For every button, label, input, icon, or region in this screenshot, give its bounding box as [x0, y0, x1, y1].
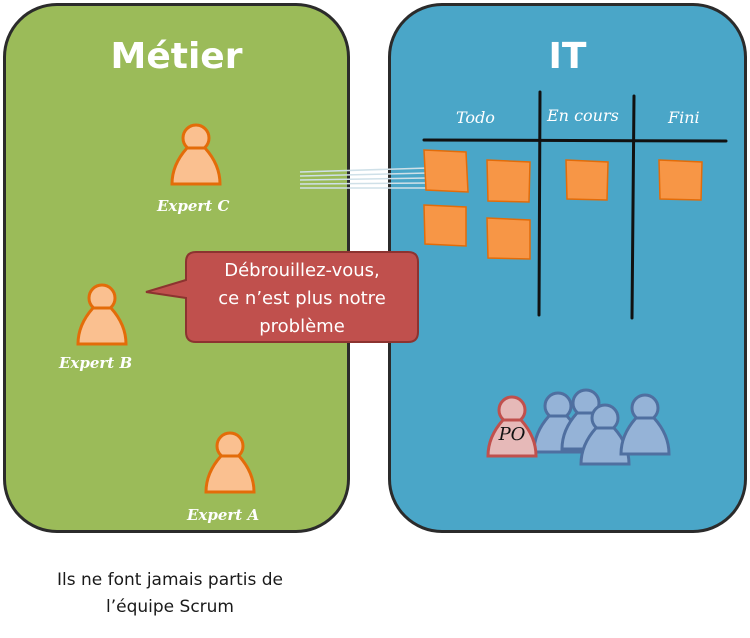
- po-label: PO: [498, 424, 526, 445]
- board-column-en-cours: En cours: [547, 106, 619, 125]
- sticky-note-todo-1: [423, 149, 469, 193]
- caption: Ils ne font jamais partis de l’équipe Sc…: [20, 567, 320, 621]
- expert-a-label: Expert A: [187, 506, 260, 524]
- speech-bubble-line: ce n’est plus notre: [218, 288, 386, 309]
- caption-line: Ils ne font jamais partis de: [56, 570, 284, 590]
- sticky-note-en-cours-1: [565, 159, 609, 201]
- expert-b-label: Expert B: [59, 354, 133, 372]
- metier-title: Métier: [110, 36, 243, 77]
- speech-bubble-line: Débrouillez-vous,: [224, 260, 380, 281]
- expert-c-figure: [170, 123, 222, 186]
- caption-line: l’équipe Scrum: [106, 597, 234, 617]
- board-column-todo: Todo: [456, 108, 495, 127]
- board-column-fini: Fini: [668, 108, 700, 127]
- it-title: IT: [548, 36, 587, 77]
- speech-bubble-text: Débrouillez-vous, ce n’est plus notre pr…: [186, 257, 418, 341]
- sticky-note-todo-4: [486, 217, 531, 260]
- expert-a-figure: [204, 431, 256, 494]
- kanban-board-lines: [422, 90, 728, 320]
- expert-c-label: Expert C: [157, 197, 230, 215]
- transfer-streaks: [299, 167, 429, 189]
- sticky-note-todo-3: [423, 204, 467, 247]
- sticky-note-fini-1: [658, 159, 703, 201]
- team-member-4-figure: [619, 393, 671, 456]
- sticky-note-todo-2: [486, 159, 531, 203]
- speech-bubble-line: problème: [259, 316, 345, 337]
- expert-b-figure: [76, 283, 128, 346]
- speech-bubble: [145, 251, 419, 343]
